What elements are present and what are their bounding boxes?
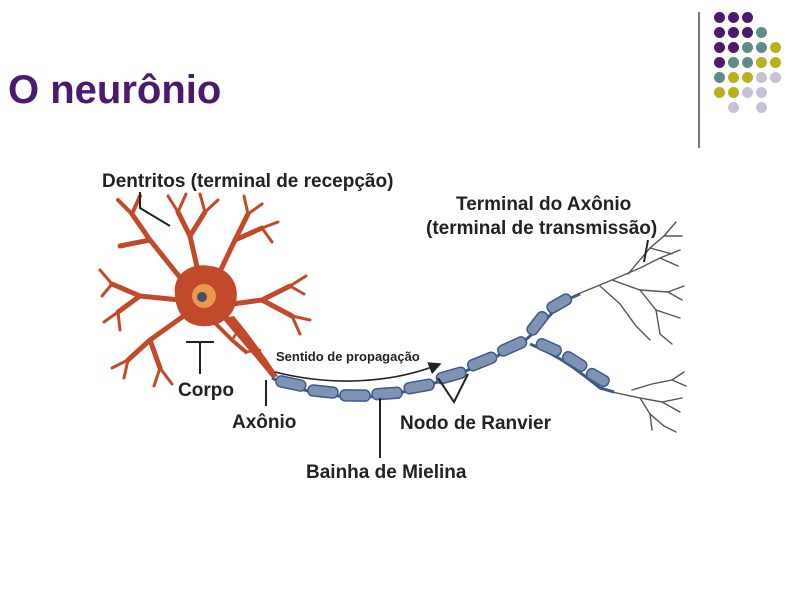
axon-terminal-lower bbox=[612, 372, 686, 432]
axon-hillock bbox=[222, 316, 278, 378]
label-dendrites: Dentritos (terminal de recepção) bbox=[102, 171, 393, 193]
label-body: Corpo bbox=[178, 380, 234, 402]
axon-terminal-upper bbox=[578, 222, 684, 344]
label-axon-terminal-line2: (terminal de transmissão) bbox=[426, 218, 657, 240]
propagation-arrow bbox=[275, 364, 440, 381]
label-myelin-sheath: Bainha de Mielina bbox=[306, 462, 466, 484]
label-axon-terminal-line1: Terminal do Axônio bbox=[456, 194, 631, 216]
label-propagation: Sentido de propagação bbox=[276, 349, 420, 364]
label-ranvier-node: Nodo de Ranvier bbox=[400, 413, 551, 435]
myelin-sheath-collateral bbox=[535, 337, 611, 388]
label-axon: Axônio bbox=[232, 412, 296, 434]
myelin-sheath-segments bbox=[275, 292, 573, 401]
nucleolus bbox=[197, 292, 207, 302]
